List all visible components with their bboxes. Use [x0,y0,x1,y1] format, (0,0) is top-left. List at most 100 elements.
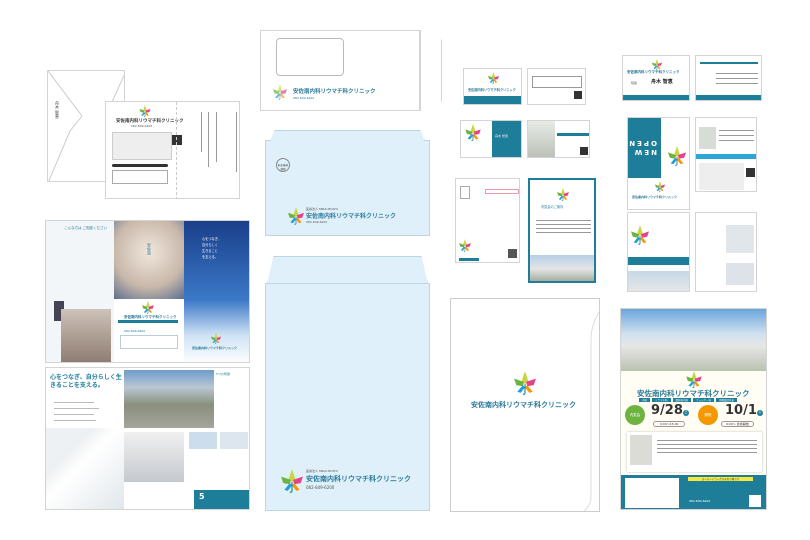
consult-heading: こんな方は ご相談ください [64,226,108,230]
logo-icon [668,146,686,166]
envelope-phone: 082-849-6200 [306,485,335,490]
postcard-title: 内覧会のご案内 [541,205,564,209]
flyer-clinic-name: 安佐南内科リウマチ科クリニック [637,389,750,398]
feature-banner: 5 [194,490,249,509]
doctor-card-back [695,55,762,101]
logo-icon [652,59,662,70]
logo-icon [211,333,221,344]
staff-card-front: 舟木 智恵 [460,120,522,158]
envelope-phone: 082-849-6200 [306,220,328,224]
opening-badge: 開院 [698,405,718,425]
photo-caption: 安佐南 [147,243,152,255]
preview-badge: 内覧会 [625,405,645,425]
card-clinic-name: 安佐南内科リウマチ科クリニック [632,195,678,199]
opening-flyer: 安佐南内科リウマチ科クリニック 内科 リウマチ科 膠原病内科 アレルギー科 骨粗… [620,308,767,510]
hours-table [120,335,178,349]
brochure-outside: こんな方は ご相談ください 安佐南 安佐南内科リウマチ科クリニック 082-84… [45,220,250,363]
new-open-card: NEW OPEN 安佐南内科リウマチ科クリニック [627,117,690,210]
clinic-photo [726,263,754,285]
qr-code [749,495,761,507]
logo-icon [142,301,154,314]
qr-code [508,249,517,258]
qr-code [574,91,582,99]
hours-table [532,76,582,88]
brochure-clinic-name: 安佐南内科リウマチ科クリニック [124,315,177,319]
logo-icon [273,84,287,100]
new-open-card-back [695,117,757,192]
stamp-box [460,186,470,199]
postcard-front [455,178,520,263]
envelope-phone: 082-849-6200 [293,96,315,100]
logo-icon [281,469,303,493]
preview-time: 9:00〜15:00 [653,421,686,427]
envelope-address: 舟木 智恵 [55,101,60,119]
logo-icon [465,124,481,141]
leaflet-back [695,212,757,292]
blue-envelope-long: 料金後納郵便 医療法人 MIRAI BOSHI 安佐南内科リウマチ科クリニック … [265,140,430,236]
envelope-window [276,38,344,76]
leaflet-front [627,212,690,292]
doctor-message [627,432,762,472]
envelope-clinic-name: 安佐南内科リウマチ科クリニック [306,213,397,220]
card-phone: 082-849-6200 [131,124,153,128]
staff-photo [61,309,111,362]
brochure-phone: 082-849-6200 [124,329,146,333]
folder-clinic-name: 安佐南内科リウマチ科クリニック [471,401,576,409]
card-person-name: 舟木 智恵 [495,134,508,138]
hands-photo: 安佐南 [114,221,184,299]
card-clinic-name: 安佐南内科リウマチ科クリニック [627,70,680,74]
city-photo [124,370,214,428]
card-tagline-line [700,62,758,64]
building-photo [530,255,594,281]
access-notice: スーパードラッグひまわり隣です [688,477,753,481]
logo-icon [514,371,536,395]
hours-table [112,170,168,184]
new-open-label: NEW OPEN [627,139,657,156]
logo-icon [139,105,151,117]
doctor-card-front: 安佐南内科リウマチ科クリニック 舟木 智恵 院長 [622,55,690,101]
doctor-photo [699,127,716,149]
envelope-clinic-name: 安佐南内科リウマチ科クリニック [293,89,376,95]
access-section: スーパードラッグひまわり隣です 082-849-6200 [621,475,766,509]
qr-code [746,168,755,177]
qr-code [172,135,182,145]
qr-code [580,147,588,155]
logo-icon [686,371,702,388]
building-photo [621,309,766,371]
opening-day: 火 [757,410,763,416]
brochure-inside: 心をつなぎ、自分らしく生きることを支える。 5つの特徴 5 [45,367,250,510]
clear-folder: 安佐南内科リウマチ科クリニック [450,298,600,512]
slogan: 心をつなぎ、自分らしく生きることを支える。 [202,237,221,259]
envelope-clinic-name: 安佐南内科リウマチ科クリニック [306,475,411,483]
department-list: 内科 リウマチ科 膠原病内科 アレルギー科 骨粗鬆症外来 [639,398,738,402]
business-card-back [527,68,586,105]
clinic-photo [726,225,754,253]
card-role: 院長 [631,81,638,85]
doctor-photo [46,428,124,509]
window-envelope: 安佐南内科リウマチ科クリニック 082-849-6200 [260,30,420,111]
staff-card-back [527,120,590,158]
logo-icon [488,72,499,84]
corporation-name: 医療法人 MIRAI BOSHI [306,207,338,211]
brochure-back-clinic-name: 安佐南内科リウマチ科クリニック [192,346,238,350]
staff-photo [528,121,555,157]
features-heading: 5つの特徴 [216,372,230,376]
feature-number: 5 [199,492,205,501]
card-clinic-name: 安佐南内科リウマチ科クリニック [468,88,516,92]
consultation-photo [124,432,184,482]
flyer-phone: 082-849-6200 [689,499,711,503]
postage-stamp-mark: 料金後納郵便 [276,158,290,172]
logo-icon [631,225,649,245]
logo-icon [459,239,471,252]
map-card: 安佐南内科リウマチ科クリニック 082-849-6200 [105,101,240,199]
opening-date: 10/1 [725,403,757,418]
map-image [699,163,744,190]
logo-icon [557,188,569,201]
postcard-back: 内覧会のご案内 [528,178,596,283]
corporation-name: 医療法人 MIRAI BOSHI [306,469,338,473]
map-image [112,132,172,160]
opening-time: 9:00〜 診療開始 [721,421,754,427]
inside-slogan: 心をつなぎ、自分らしく生きることを支える。 [50,374,122,389]
map-image [625,478,679,508]
envelope-flap [420,30,442,111]
